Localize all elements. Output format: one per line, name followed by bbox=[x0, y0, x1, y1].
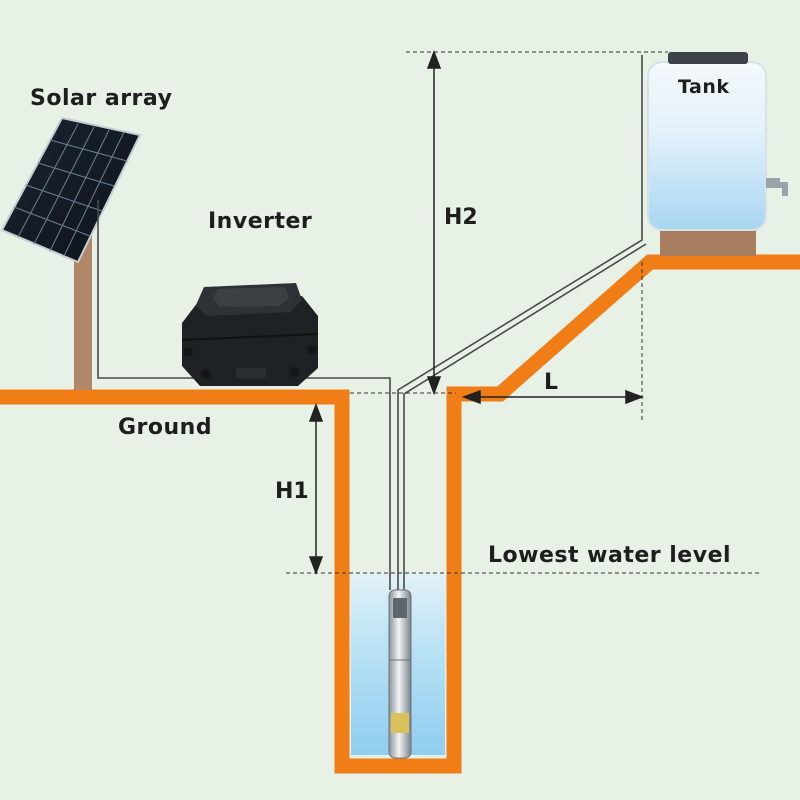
solar-array-label: Solar array bbox=[30, 86, 173, 111]
l-label: L bbox=[544, 370, 559, 395]
dimension-arrows bbox=[308, 49, 645, 576]
inverter-label: Inverter bbox=[208, 209, 313, 234]
lowest-water-level-label: Lowest water level bbox=[488, 543, 732, 568]
tank bbox=[647, 52, 788, 256]
solar-panel bbox=[0, 116, 142, 264]
h2-label: H2 bbox=[444, 205, 478, 230]
submersible-pump bbox=[388, 589, 412, 759]
ground-label: Ground bbox=[118, 415, 213, 440]
tank-label: Tank bbox=[678, 76, 730, 98]
inverter-box bbox=[181, 283, 319, 386]
cables bbox=[97, 55, 647, 590]
ground-profile bbox=[0, 254, 800, 774]
h1-label: H1 bbox=[275, 479, 309, 504]
reference-lines bbox=[286, 51, 762, 574]
